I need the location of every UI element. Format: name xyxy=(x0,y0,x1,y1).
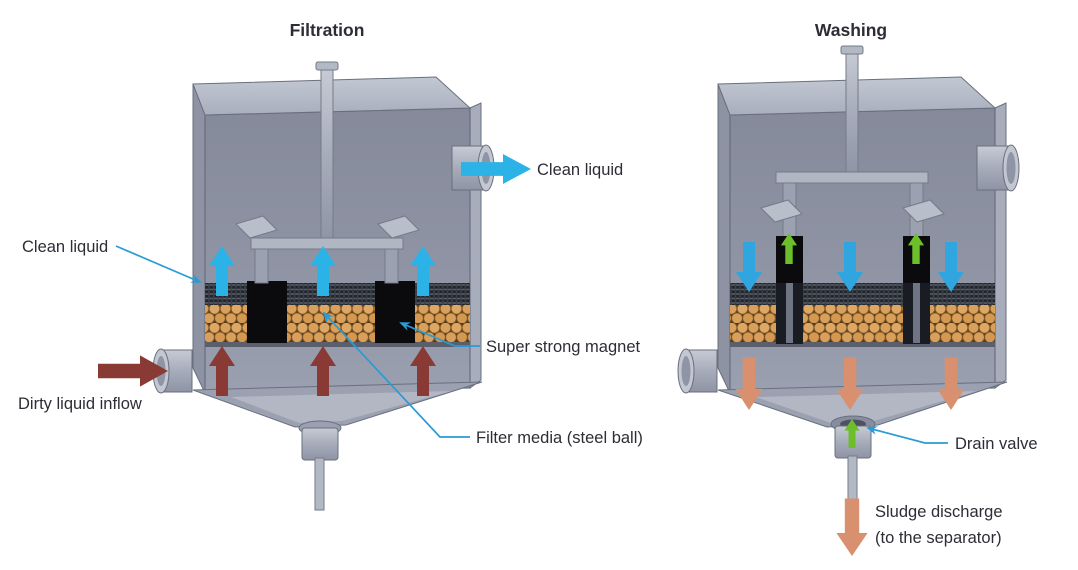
clean-liquid-leader-line xyxy=(115,245,202,283)
sludge-discharge-label-line1: Sludge discharge xyxy=(875,503,1003,521)
rod-cap xyxy=(315,61,339,71)
filtration-title: Filtration xyxy=(290,20,365,40)
drain-pipe xyxy=(314,457,325,511)
sludge-discharge-arrow xyxy=(836,498,868,556)
carriage-crossbar xyxy=(250,237,404,250)
bed-support-ledge xyxy=(730,342,995,347)
carriage-bracket-left xyxy=(760,199,803,223)
filter-media-label: Filter media (steel ball) xyxy=(476,429,643,447)
tank-left-wall xyxy=(717,83,731,394)
super-strong-magnet-label: Super strong magnet xyxy=(486,338,641,356)
magnet-lift-rod xyxy=(320,67,334,245)
funnel-inner-face xyxy=(756,391,977,423)
filtration-panel: Filtration xyxy=(18,20,643,511)
drain-valve-leader-line xyxy=(866,425,948,444)
sludge-discharge-label-line2: (to the separator) xyxy=(875,529,1002,547)
clean-liquid-internal-label: Clean liquid xyxy=(22,238,108,256)
steel-ball-layer xyxy=(730,305,995,342)
guide-post-right xyxy=(913,283,920,343)
carriage-crossbar xyxy=(775,171,929,184)
filter-media-leader-line xyxy=(322,311,470,438)
filter-mesh-layer xyxy=(205,283,470,305)
tank-left-wall xyxy=(192,83,206,394)
guide-post-left xyxy=(786,283,793,343)
washing-title: Washing xyxy=(815,20,887,40)
carriage-post-right xyxy=(384,248,399,284)
bed-support-ledge xyxy=(205,342,470,347)
magnet-block-left xyxy=(247,281,287,343)
magnet-block-right xyxy=(375,281,415,343)
outlet-pipe-bore xyxy=(1006,152,1016,184)
carriage-post-left xyxy=(254,248,269,284)
carriage-bracket-right xyxy=(902,199,945,223)
filter-mesh-layer xyxy=(730,283,995,305)
clean-liquid-outlet-label: Clean liquid xyxy=(537,161,623,179)
dirty-liquid-inflow-label: Dirty liquid inflow xyxy=(18,395,142,413)
carriage-bracket-right xyxy=(377,215,420,239)
drain-valve-body xyxy=(301,427,339,461)
drain-valve-label: Drain valve xyxy=(955,435,1038,453)
magnet-leader-line xyxy=(399,322,480,347)
carriage-bracket-left xyxy=(235,215,278,239)
rod-cap xyxy=(840,45,864,55)
tank-interior xyxy=(204,107,471,394)
magnet-lift-rod xyxy=(845,51,859,175)
inlet-pipe-bore xyxy=(681,356,691,386)
funnel-inner-face xyxy=(231,391,452,423)
washing-panel: Washing xyxy=(677,20,1038,556)
steel-ball-layer xyxy=(205,305,470,342)
